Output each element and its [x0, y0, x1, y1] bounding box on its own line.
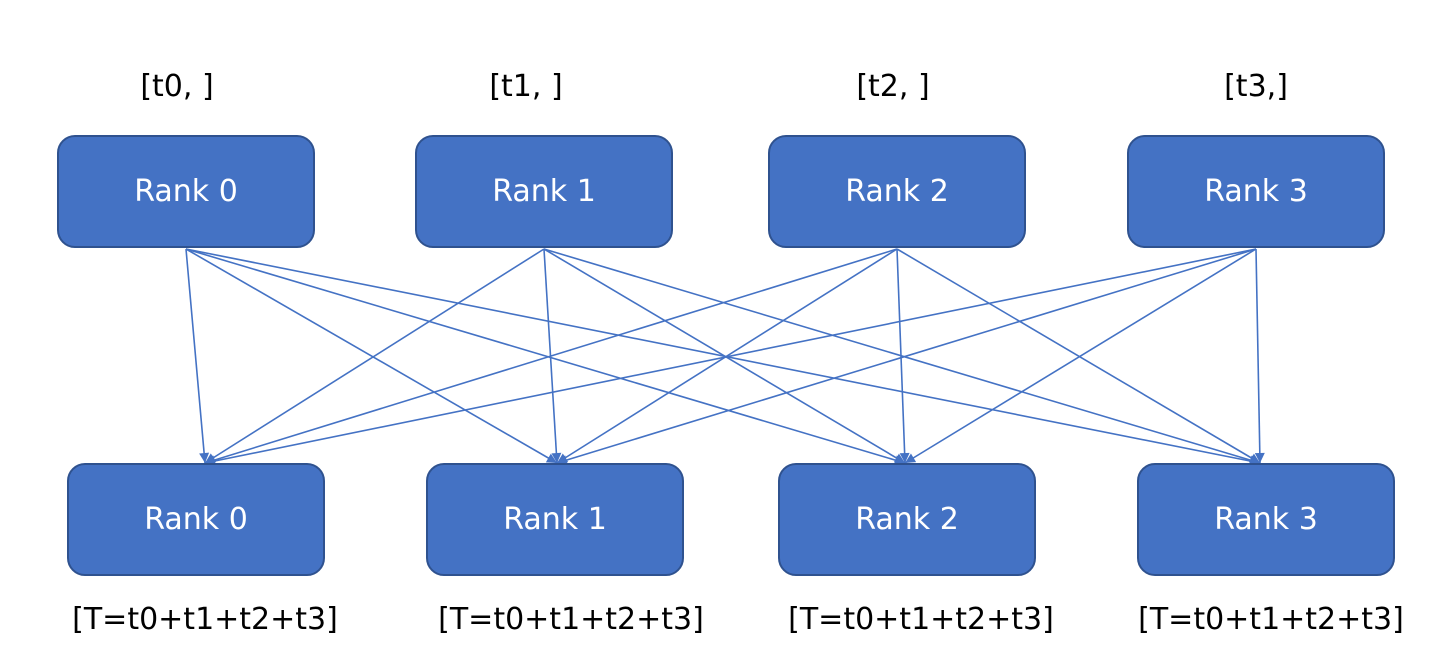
arrow-rank-2-to-rank-0: [204, 248, 898, 465]
input-label-rank-2: [t2, ]: [856, 69, 930, 104]
arrow-rank-2-to-rank-3: [896, 248, 1261, 464]
top-rank-3-label: Rank 3: [1204, 174, 1308, 209]
input-label-rank-1: [t1, ]: [489, 69, 563, 104]
bottom-rank-1-label: Rank 1: [503, 502, 607, 537]
arrow-rank-0-to-rank-0: [185, 248, 210, 464]
arrow-rank-1-to-rank-2: [543, 248, 906, 464]
arrow-rank-3-to-rank-3: [1254, 248, 1265, 464]
arrow-rank-1-to-rank-3: [543, 248, 1261, 465]
top-rank-0-box: Rank 0: [57, 135, 315, 248]
output-label-rank-0: [T=t0+t1+t2+t3]: [72, 602, 338, 637]
arrow-rank-0-to-rank-2: [185, 248, 906, 465]
input-label-rank-3: [t3,]: [1224, 69, 1288, 104]
bottom-rank-1-box: Rank 1: [426, 463, 684, 576]
arrow-rank-2-to-rank-2: [896, 248, 910, 464]
arrow-rank-3-to-rank-2: [904, 248, 1257, 464]
bottom-rank-3-box: Rank 3: [1137, 463, 1395, 576]
bottom-rank-2-label: Rank 2: [855, 502, 959, 537]
top-rank-0-label: Rank 0: [134, 174, 238, 209]
output-label-rank-3: [T=t0+t1+t2+t3]: [1138, 602, 1404, 637]
top-rank-1-box: Rank 1: [415, 135, 673, 248]
input-label-rank-0: [t0, ]: [140, 69, 214, 104]
arrow-rank-0-to-rank-1: [185, 248, 558, 464]
top-rank-2-box: Rank 2: [768, 135, 1026, 248]
bottom-rank-0-label: Rank 0: [144, 502, 248, 537]
top-rank-3-box: Rank 3: [1127, 135, 1385, 248]
arrow-rank-3-to-rank-1: [556, 248, 1257, 465]
top-rank-2-label: Rank 2: [845, 174, 949, 209]
bottom-rank-2-box: Rank 2: [778, 463, 1036, 576]
output-label-rank-2: [T=t0+t1+t2+t3]: [788, 602, 1054, 637]
top-rank-1-label: Rank 1: [492, 174, 596, 209]
output-label-rank-1: [T=t0+t1+t2+t3]: [438, 602, 704, 637]
arrow-rank-1-to-rank-0: [204, 248, 545, 464]
bottom-rank-0-box: Rank 0: [67, 463, 325, 576]
bottom-rank-3-label: Rank 3: [1214, 502, 1318, 537]
arrow-rank-3-to-rank-0: [204, 248, 1257, 466]
